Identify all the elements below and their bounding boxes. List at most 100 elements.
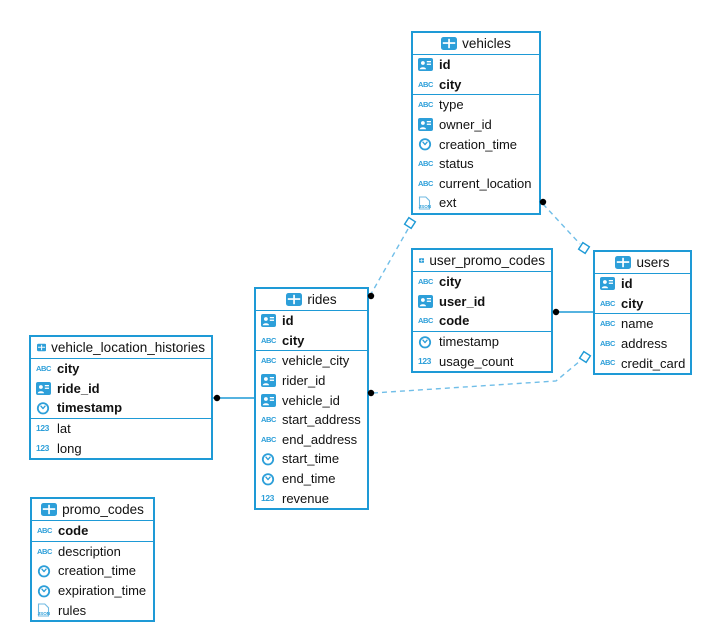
field-label: id	[621, 276, 633, 292]
field-row: end_time	[256, 469, 367, 489]
field-label: start_address	[282, 412, 361, 428]
relation-vehicles-users	[539, 198, 591, 255]
relation-dot	[552, 308, 560, 316]
field-label: end_time	[282, 471, 336, 487]
table-header[interactable]: promo_codes	[32, 499, 153, 521]
svg-text:JSON: JSON	[419, 204, 431, 209]
table-icon	[419, 254, 425, 267]
relation-square	[403, 216, 417, 230]
field-label: type	[439, 97, 464, 113]
field-row: creation_time	[413, 134, 539, 154]
table-title: promo_codes	[62, 502, 144, 517]
table-title: users	[636, 255, 670, 270]
svg-text:JSON: JSON	[38, 611, 50, 616]
field-row: creation_time	[32, 561, 153, 581]
table-icon	[615, 256, 632, 269]
field-row: ABC vehicle_city	[256, 351, 367, 371]
field-label: lat	[57, 421, 71, 437]
field-label: owner_id	[439, 117, 492, 133]
field-label: id	[439, 57, 451, 73]
table-header[interactable]: vehicle_location_histories	[31, 337, 211, 359]
text-icon: ABC	[418, 316, 434, 326]
field-label: rules	[58, 602, 87, 618]
field-row: 123 usage_count	[413, 351, 551, 371]
field-label: city	[57, 361, 80, 377]
relation-line	[542, 203, 581, 245]
uuid-icon	[418, 294, 435, 308]
relation-square	[577, 241, 591, 255]
table-header[interactable]: users	[595, 252, 690, 274]
uuid-icon	[418, 118, 435, 132]
number-icon: 123	[418, 355, 431, 366]
field-row: timestamp	[31, 398, 211, 418]
text-icon: ABC	[418, 159, 434, 169]
field-row: 123 lat	[31, 419, 211, 439]
table-header[interactable]: user_promo_codes	[413, 250, 551, 272]
table-icon	[441, 37, 458, 50]
field-row: ABC status	[413, 154, 539, 174]
field-row: ABC name	[595, 314, 690, 334]
field-label: creation_time	[439, 136, 518, 152]
text-icon: ABC	[418, 178, 434, 188]
table-header[interactable]: vehicles	[413, 33, 539, 55]
relation-user_promo_codes-users	[552, 308, 593, 316]
uuid-icon	[261, 314, 278, 328]
table-header[interactable]: rides	[256, 289, 367, 311]
time-icon	[37, 564, 54, 578]
text-icon: ABC	[261, 434, 277, 444]
field-label: timestamp	[439, 334, 499, 350]
field-label: status	[439, 156, 474, 172]
json-icon: JSON	[418, 196, 435, 210]
field-label: vehicle_city	[282, 353, 350, 369]
field-label: code	[58, 523, 89, 539]
uuid-icon	[600, 277, 617, 291]
field-row: JSON rules	[32, 600, 153, 620]
uuid-icon	[261, 374, 278, 388]
field-row: start_time	[256, 449, 367, 469]
field-row: vehicle_id	[256, 390, 367, 410]
time-icon	[418, 137, 435, 151]
field-label: name	[621, 316, 654, 332]
text-icon: ABC	[261, 356, 277, 366]
field-label: ride_id	[57, 380, 100, 396]
field-label: current_location	[439, 175, 532, 191]
field-row: id	[595, 274, 690, 294]
number-icon: 123	[36, 423, 49, 434]
text-icon: ABC	[261, 335, 277, 345]
table-icon	[286, 293, 303, 306]
field-label: code	[439, 313, 470, 329]
text-icon: ABC	[600, 319, 616, 329]
text-icon: ABC	[37, 526, 53, 536]
field-label: city	[621, 295, 644, 311]
field-row: owner_id	[413, 115, 539, 135]
field-label: revenue	[282, 490, 329, 506]
json-icon: JSON	[37, 603, 54, 617]
field-label: usage_count	[439, 353, 514, 369]
field-label: city	[439, 76, 462, 92]
field-label: credit_card	[621, 355, 686, 371]
text-icon: ABC	[600, 338, 616, 348]
